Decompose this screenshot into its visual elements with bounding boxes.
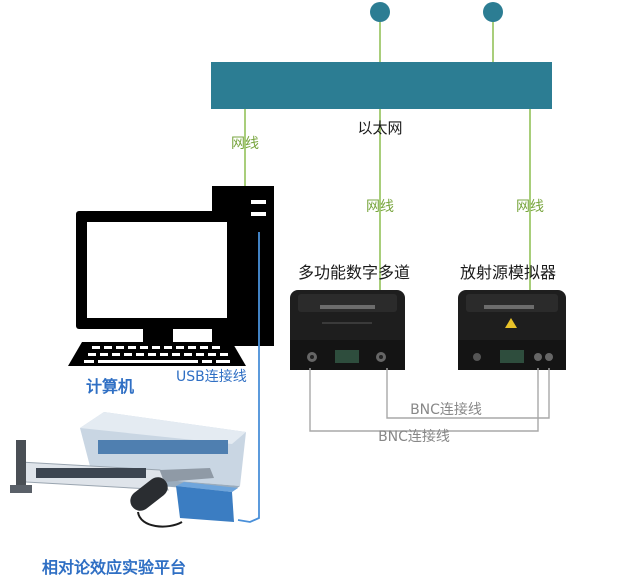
net-cable-label-mid: 网线 — [366, 199, 394, 215]
computer-label: 计算机 — [86, 377, 134, 396]
network-nodes — [370, 2, 503, 62]
bnc-cable-label-lower: BNC连接线 — [378, 428, 450, 445]
ethernet-label: 以太网 — [357, 119, 402, 137]
network-node-2 — [483, 2, 503, 22]
network-node-1 — [370, 2, 390, 22]
experiment-platform-illustration — [10, 412, 246, 528]
bnc-cables — [309, 368, 550, 432]
experiment-platform-label: 相对论效应实验平台 — [42, 558, 186, 577]
net-cable-label-left: 网线 — [231, 136, 259, 152]
bnc-cable-label-upper: BNC连接线 — [410, 401, 482, 418]
source-simulator-device — [458, 290, 566, 370]
source-simulator-label: 放射源模拟器 — [460, 263, 556, 282]
usb-cable — [237, 232, 260, 523]
usb-cable-label: USB连接线 — [176, 368, 247, 385]
computer-illustration — [68, 186, 274, 366]
multichannel-device-label: 多功能数字多道 — [298, 263, 410, 282]
net-cables — [244, 109, 531, 290]
multichannel-device — [290, 290, 405, 370]
bnc-cable-lower — [309, 368, 539, 432]
ethernet-switch-bar — [211, 62, 552, 109]
bnc-cable-upper — [386, 368, 550, 419]
net-cable-label-right: 网线 — [516, 199, 544, 215]
